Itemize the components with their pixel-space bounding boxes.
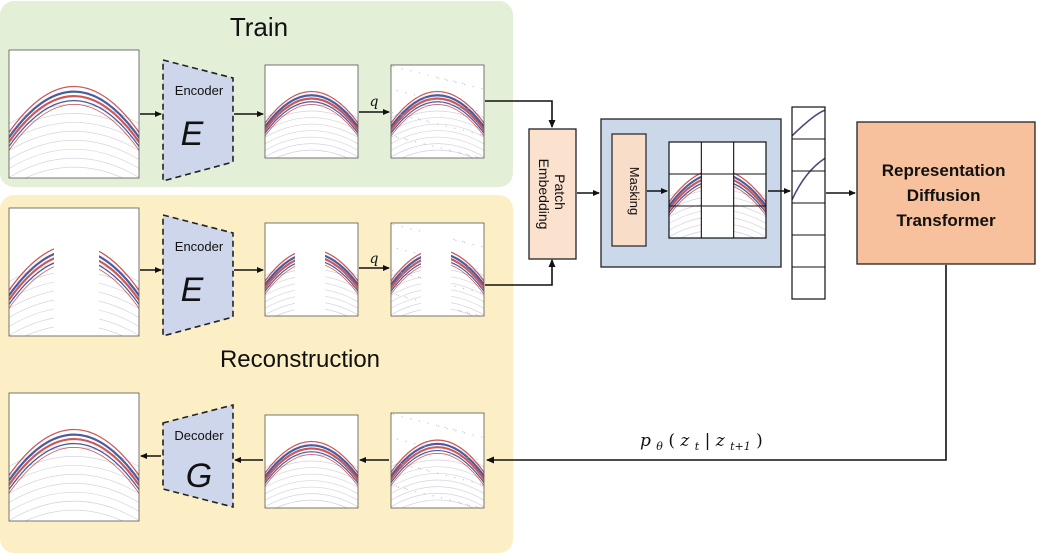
masked-latent-seismic-image [264,222,359,317]
arrow-transformer-to-sampled-latent [486,265,947,464]
reconstruction-q-label: q [370,251,379,267]
patch-embedding-label: Patch Embedding [536,159,568,230]
train-q-label: q [370,94,379,110]
reconstruction-encoder-symbol: E [181,271,204,309]
reconstruction-encoder: Encoder E [162,213,234,338]
decoder-symbol: G [186,457,212,495]
patch-grid [668,141,767,239]
reverse-process-label: p θ ( z t | z t+1 ) [640,431,763,455]
reconstruction-title: Reconstruction [220,346,380,373]
reconstructed-output-seismic-image [8,392,140,522]
reconstruction-encoder-label: Encoder [175,239,224,254]
masking-panel: Masking [600,118,782,268]
train-encoder-label: Encoder [175,83,224,98]
train-latent-seismic-image [264,64,359,159]
train-encoder: Encoder E [162,58,234,183]
train-encoder-symbol: E [181,115,204,153]
sampled-latent-seismic-image [390,412,485,509]
transformer-label: Representation Diffusion Transformer [882,161,1010,230]
masked-noised-latent-seismic-image [390,222,485,317]
patch-embedding-block: Patch Embedding [528,128,577,260]
representation-diffusion-transformer: Representation Diffusion Transformer [856,121,1036,265]
arrow-train-to-patch-embedding [485,100,556,128]
denoised-latent-seismic-image [264,414,359,509]
masking-block [611,133,647,247]
train-input-seismic-image [8,49,140,179]
masked-input-seismic-image [8,207,140,337]
train-noised-latent-seismic-image [390,64,485,159]
arrow-recon-to-patch-embedding [485,259,556,286]
decoder-label: Decoder [174,428,224,443]
train-title: Train [230,12,288,42]
token-column [791,106,826,300]
arrows [140,100,556,463]
masking-label: Masking [627,167,642,215]
decoder: Decoder G [162,403,234,509]
